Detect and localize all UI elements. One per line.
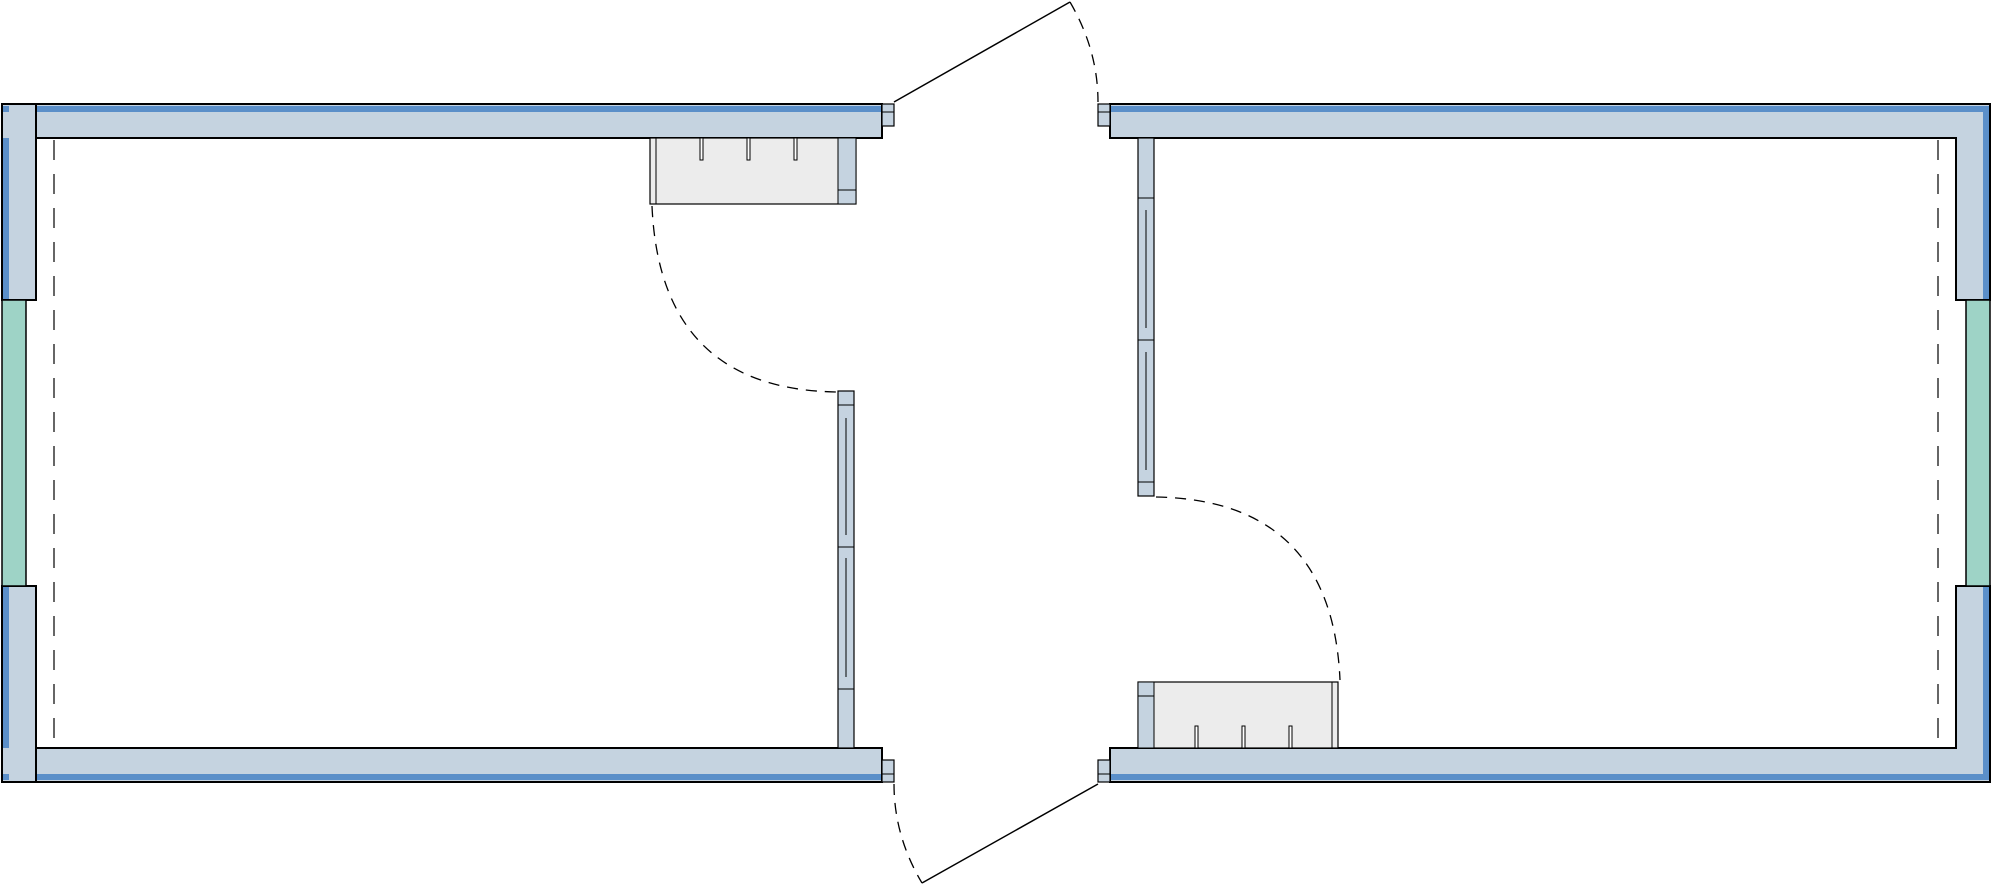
left-room-bottom-wall [1, 747, 883, 783]
door-post [881, 103, 895, 127]
left-room-top-wall [1, 103, 883, 139]
door-post [1097, 759, 1111, 783]
door-post [881, 759, 895, 783]
swing-door [651, 205, 839, 393]
swing-door [1155, 496, 1341, 681]
sliding-partition [837, 390, 855, 749]
sliding-partition [1137, 137, 1155, 497]
double-door-top [893, 1, 1099, 103]
door-post [1097, 103, 1111, 127]
left-room-left-wall-upper [1, 103, 37, 301]
entrance [881, 1, 1111, 884]
left-room-left-wall-lower [1, 585, 37, 783]
counter-bottom [1137, 681, 1339, 749]
left-room [1, 103, 883, 783]
right-room-walls [1109, 103, 1991, 783]
glass-window [1, 299, 27, 587]
glass-window [1965, 299, 1991, 587]
double-door-bottom [893, 783, 1099, 884]
counter-top [649, 137, 857, 205]
right-room [1109, 103, 1991, 783]
